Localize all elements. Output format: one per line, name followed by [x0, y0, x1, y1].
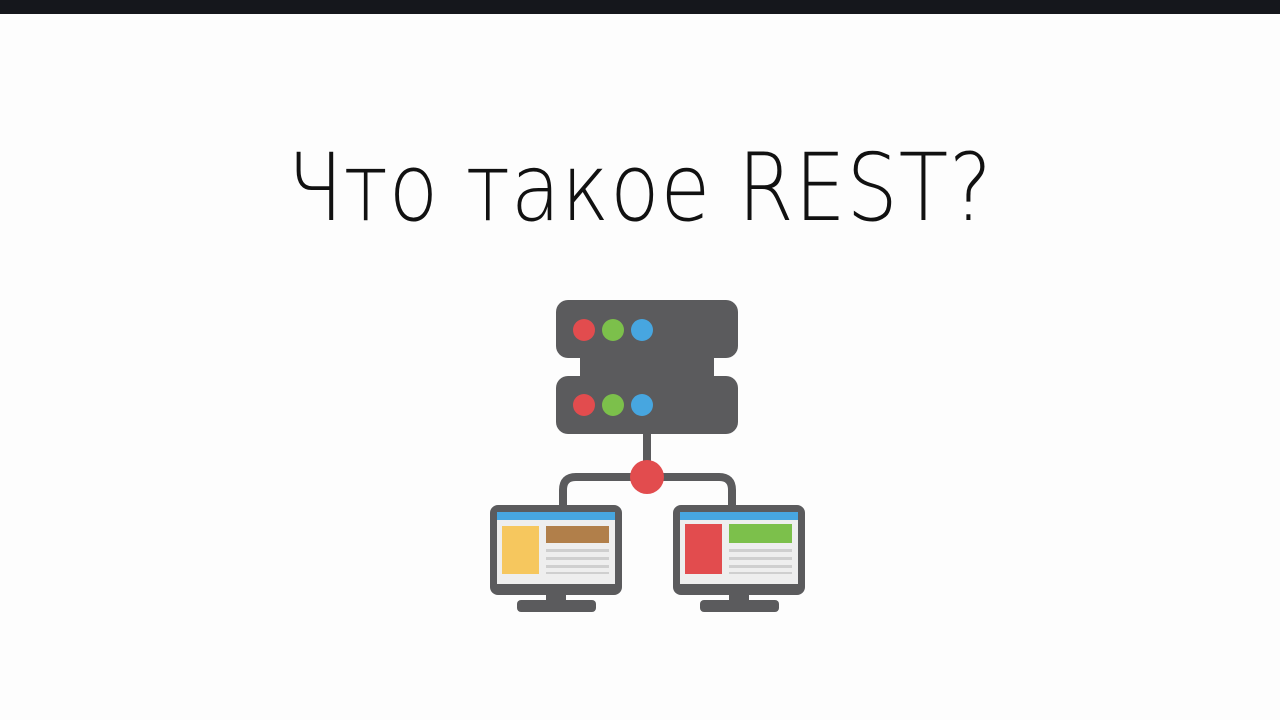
monitor-right-icon: [673, 505, 805, 612]
slide-title: Что такое REST?: [287, 134, 993, 243]
server-network-illustration: [480, 290, 820, 630]
led-red-icon: [573, 319, 595, 341]
led-red-icon: [573, 394, 595, 416]
led-blue-icon: [631, 394, 653, 416]
server-icon: [556, 300, 738, 434]
led-blue-icon: [631, 319, 653, 341]
top-bar: [0, 0, 1280, 14]
server-network-icon: [490, 300, 805, 612]
monitor-left-icon: [490, 505, 622, 612]
hub-node-icon: [630, 460, 664, 494]
led-green-icon: [602, 319, 624, 341]
led-green-icon: [602, 394, 624, 416]
